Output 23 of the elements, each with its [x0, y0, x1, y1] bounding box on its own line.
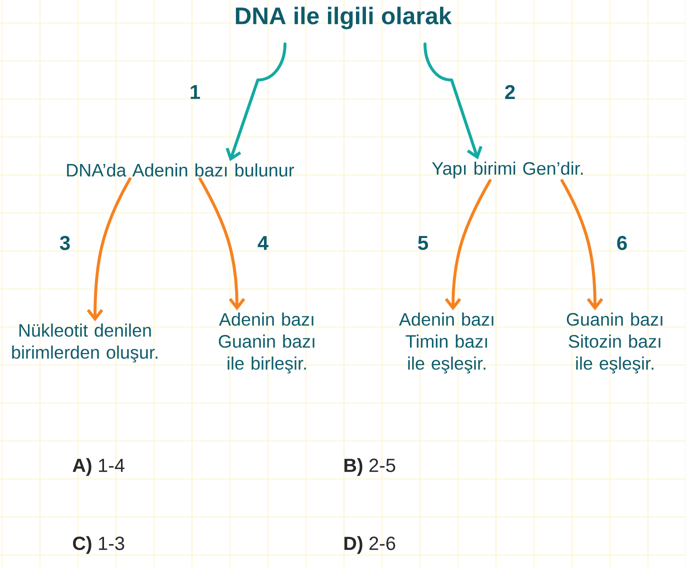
answer-text: Adenin bazı Timin bazı ile eşleşir.: [399, 312, 494, 374]
arrow: [198, 177, 246, 310]
arrow: [86, 177, 132, 322]
arrow: [560, 179, 604, 310]
answer-option: C) 1-3: [73, 536, 124, 554]
answer-option: D) 2-6: [344, 536, 396, 554]
edge-label: 5: [418, 236, 428, 250]
answer-option: A) 1-4: [72, 458, 124, 476]
edge-label: 3: [60, 236, 70, 250]
answer-text: Nükleotit denilen birimlerden oluşur.: [12, 324, 158, 362]
arrow: [424, 42, 482, 160]
edge-label: 2: [505, 85, 515, 99]
arrow: [444, 179, 492, 310]
answer-text: Guanin bazı Sitozin bazı ile eşleşir.: [566, 312, 662, 374]
title: DNA ile ilgili olarak: [236, 6, 452, 30]
answer-option: B) 2-5: [344, 458, 396, 476]
edge-label: 4: [258, 236, 268, 250]
answer-text: Adenin bazı Guanin bazı ile birleşir.: [218, 312, 314, 374]
edge-label: 6: [617, 236, 627, 250]
node-text: DNA’da Adenin bazı bulunur: [67, 163, 294, 177]
node-text: Yapı birimi Gen’dir.: [432, 162, 583, 178]
arrow: [226, 42, 286, 162]
edge-label: 1: [190, 85, 200, 99]
